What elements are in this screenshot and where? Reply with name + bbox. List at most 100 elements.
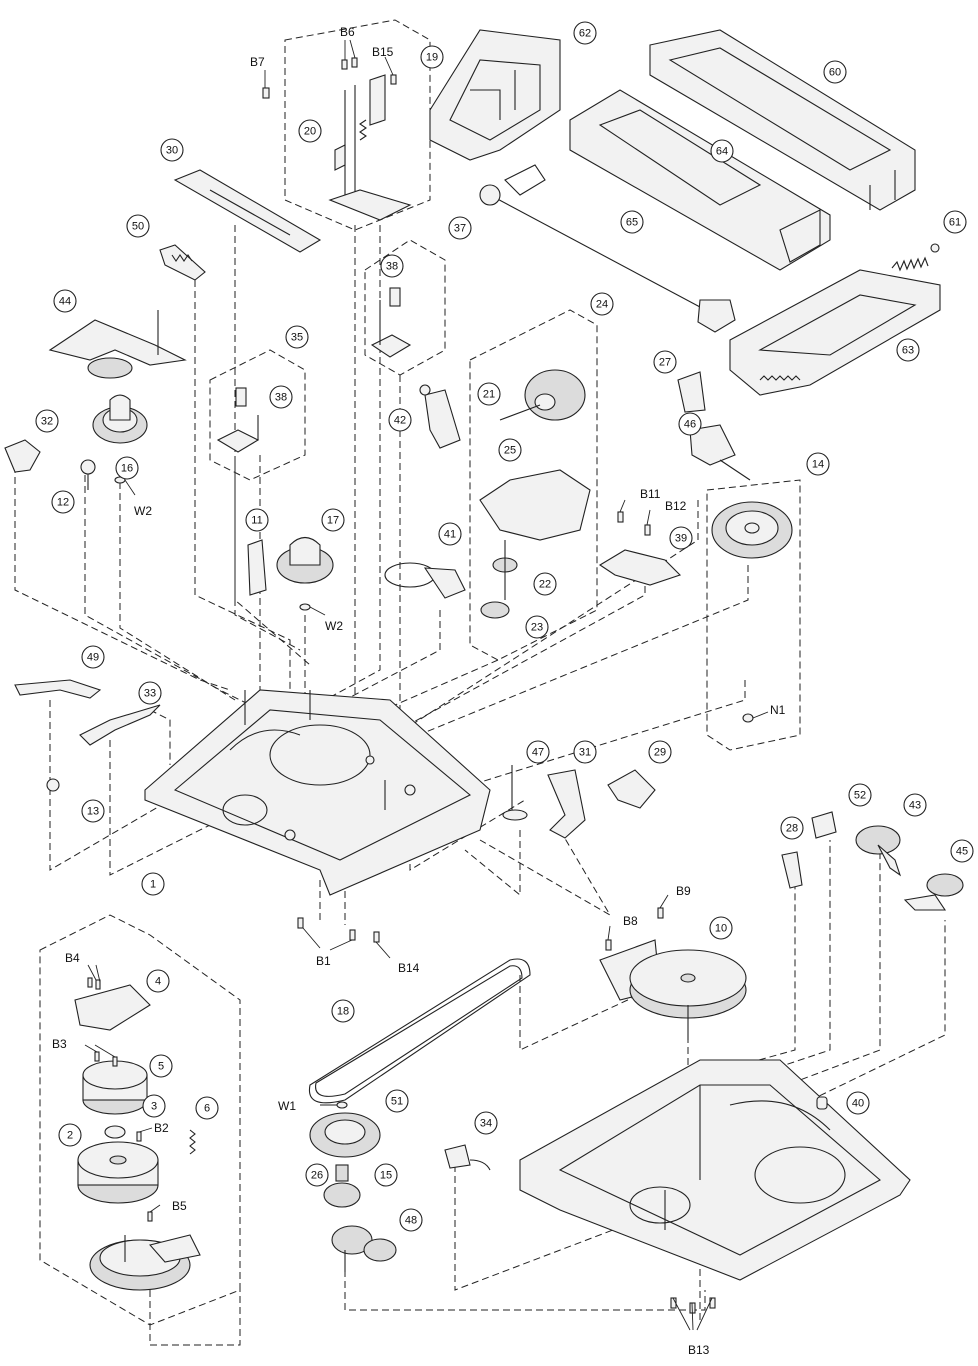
part-35-assembly bbox=[216, 387, 260, 453]
part-callout-21: 21 bbox=[477, 382, 501, 406]
part-callout-40: 40 bbox=[846, 1091, 870, 1115]
part-callout-label: 2 bbox=[67, 1130, 73, 1142]
part-callout-label: 13 bbox=[87, 806, 99, 818]
part-callout-32: 32 bbox=[35, 409, 59, 433]
part-callout-42: 42 bbox=[388, 408, 412, 432]
part-47-shaft bbox=[502, 765, 528, 821]
part-callout-12: 12 bbox=[51, 490, 75, 514]
part-callout-label: 15 bbox=[380, 1170, 392, 1182]
part-callout-label: 25 bbox=[504, 445, 516, 457]
group-outline-35 bbox=[209, 349, 306, 481]
part-45-gear bbox=[903, 873, 964, 911]
part-callout-label: 35 bbox=[291, 332, 303, 344]
part-callout-label: 6 bbox=[204, 1103, 210, 1115]
part-callout-label: 19 bbox=[426, 52, 438, 64]
part-64-slide-plate bbox=[569, 89, 831, 271]
part-callout-46: 46 bbox=[678, 412, 702, 436]
part-3-sensor bbox=[104, 1125, 126, 1139]
part-callout-5: 5 bbox=[149, 1054, 173, 1078]
part-63-loader bbox=[729, 269, 941, 396]
part-callout-27: 27 bbox=[653, 350, 677, 374]
washer-w1 bbox=[336, 1101, 348, 1109]
part-callout-label: 27 bbox=[659, 357, 671, 369]
screw-label-b14: B14 bbox=[398, 961, 420, 975]
part-callout-24: 24 bbox=[590, 292, 614, 316]
part-19-assembly bbox=[328, 74, 412, 221]
screw-label-b5: B5 bbox=[172, 1199, 187, 1213]
part-callout-label: 52 bbox=[854, 790, 866, 802]
part-callout-65: 65 bbox=[620, 210, 644, 234]
screw-b2 bbox=[136, 1131, 142, 1142]
part-48-gear-assembly bbox=[331, 1225, 397, 1272]
screw-label-b9: B9 bbox=[676, 884, 691, 898]
part-callout-20: 20 bbox=[298, 119, 322, 143]
part-callout-label: 44 bbox=[59, 296, 71, 308]
part-50-arm bbox=[159, 244, 206, 281]
part-28-clip bbox=[781, 851, 803, 889]
part-29-bracket bbox=[607, 769, 656, 809]
part-46-switch bbox=[689, 424, 751, 481]
part-callout-11: 11 bbox=[245, 508, 269, 532]
part-callout-38b: 38 bbox=[269, 385, 293, 409]
part-43-gear bbox=[855, 825, 902, 877]
screw-label-b12: B12 bbox=[665, 499, 687, 513]
part-callout-label: 38 bbox=[275, 392, 287, 404]
part-37-assembly bbox=[370, 287, 412, 358]
part-49-lever bbox=[14, 679, 102, 699]
part-callout-label: 38 bbox=[386, 261, 398, 273]
part-callout-1: 1 bbox=[141, 872, 165, 896]
part-44-lever bbox=[48, 310, 187, 379]
part-callout-label: 42 bbox=[394, 415, 406, 427]
part-24-assembly bbox=[479, 369, 591, 619]
washer-label-w2a: W2 bbox=[134, 504, 152, 518]
screw-label-b2: B2 bbox=[154, 1121, 169, 1135]
part-callout-label: 60 bbox=[829, 67, 841, 79]
part-51-pulley bbox=[309, 1112, 381, 1158]
part-callout-label: 50 bbox=[132, 221, 144, 233]
part-callout-3: 3 bbox=[142, 1094, 166, 1118]
part-callout-29: 29 bbox=[648, 740, 672, 764]
screw-labels: B7 B6 B15 B11 B12 B9 B8 B1 B14 B4 B3 B2 … bbox=[52, 25, 786, 1357]
part-callout-64: 64 bbox=[710, 139, 734, 163]
group-outline-19 bbox=[284, 19, 431, 231]
part-callout-51: 51 bbox=[385, 1089, 409, 1113]
part-callout-61: 61 bbox=[943, 210, 967, 234]
lower-chassis bbox=[519, 1059, 911, 1281]
part-callout-label: 63 bbox=[902, 345, 914, 357]
part-callout-18: 18 bbox=[331, 999, 355, 1023]
washer-w2-b bbox=[299, 603, 311, 611]
part-34-guide bbox=[444, 1144, 491, 1171]
group-outline-14 bbox=[706, 479, 801, 751]
screw-label-b6: B6 bbox=[340, 25, 355, 39]
part-callout-label: 26 bbox=[311, 1170, 323, 1182]
part-26-spring bbox=[335, 1164, 349, 1182]
part-callout-label: 45 bbox=[956, 846, 968, 858]
part-callout-label: 48 bbox=[405, 1215, 417, 1227]
part-callout-label: 4 bbox=[155, 976, 161, 988]
group-outline-37 bbox=[364, 239, 446, 376]
part-callout-label: 61 bbox=[949, 217, 961, 229]
part-callout-37: 37 bbox=[448, 216, 472, 240]
part-callout-label: 62 bbox=[579, 28, 591, 40]
part-40-post bbox=[816, 1096, 828, 1110]
part-callout-label: 12 bbox=[57, 497, 69, 509]
part-60-top-cover bbox=[649, 29, 916, 211]
part-callout-60: 60 bbox=[823, 60, 847, 84]
part-callout-4: 4 bbox=[146, 969, 170, 993]
group-outline-1 bbox=[39, 914, 241, 1326]
part-callout-label: 24 bbox=[596, 299, 608, 311]
part-callout-50: 50 bbox=[126, 214, 150, 238]
part-callout-label: 17 bbox=[327, 515, 339, 527]
screw-b14 bbox=[373, 931, 380, 943]
part-10-capstan-motor bbox=[599, 939, 747, 1040]
part-16-gear bbox=[92, 394, 148, 444]
part-callout-label: 1 bbox=[150, 879, 156, 891]
part-61-spring bbox=[891, 243, 940, 272]
part-callout-label: 20 bbox=[304, 126, 316, 138]
part-27-clip bbox=[677, 371, 706, 413]
part-31-lever bbox=[547, 769, 586, 839]
part-callout-47: 47 bbox=[526, 740, 550, 764]
part-2-drum bbox=[77, 1141, 159, 1204]
part-callout-label: 34 bbox=[480, 1118, 492, 1130]
